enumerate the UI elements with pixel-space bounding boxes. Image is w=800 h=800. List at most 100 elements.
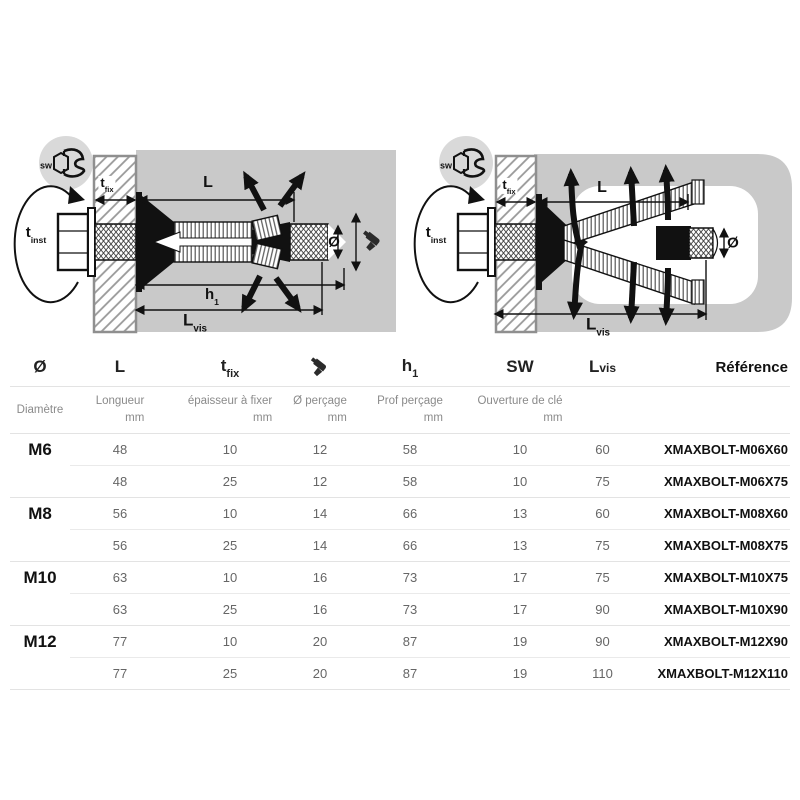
cell-drill: 14 — [290, 529, 350, 562]
label-lvis: Lvis — [182, 310, 208, 335]
table-row: 48 25 12 58 10 75 XMAXBOLT-M06X75 — [10, 465, 790, 498]
cell-diameter — [10, 466, 70, 498]
cell-tfix: 25 — [170, 465, 290, 498]
cell-sw: 19 — [470, 625, 570, 658]
cell-reference: XMAXBOLT-M06X60 — [635, 433, 790, 466]
anchor-spec-table: Ø L tfix h1 SW Lvis Référence Diamètre L… — [10, 348, 790, 690]
drill-icon — [309, 356, 327, 378]
col-header-sw: SW — [470, 348, 570, 387]
label-sw: sw — [439, 160, 453, 171]
cell-h1: 87 — [350, 657, 470, 690]
torque-arrow — [13, 185, 85, 304]
cell-reference: XMAXBOLT-M12X90 — [635, 625, 790, 658]
cell-sw: 10 — [470, 465, 570, 498]
label-tfix: tfix — [500, 176, 518, 196]
cell-h1: 66 — [350, 497, 470, 530]
cell-tfix: 25 — [170, 593, 290, 626]
cell-diameter — [10, 594, 70, 626]
wrench-icon — [439, 136, 493, 190]
dimension-lines — [94, 192, 361, 315]
cell-diameter: M6 — [10, 433, 70, 466]
diagram-hollow-drawing — [413, 136, 792, 334]
label-tinst: tinst — [423, 224, 449, 245]
table-row: 56 25 14 66 13 75 XMAXBOLT-M08X75 — [10, 529, 790, 562]
cell-drill: 16 — [290, 561, 350, 594]
cell-length: 77 — [70, 625, 170, 658]
label-diameter: Ø — [328, 233, 340, 251]
label-tfix: tfix — [98, 174, 116, 194]
label-length: L — [203, 174, 213, 191]
cell-drill: 12 — [290, 433, 350, 466]
bolt-head — [56, 207, 96, 277]
wrench-icon — [39, 136, 93, 190]
dimension-lines — [493, 194, 729, 320]
col-header-lvis: Lvis — [570, 348, 635, 387]
table-row: M10 63 10 16 73 17 75 XMAXBOLT-M10X75 — [10, 561, 790, 594]
cell-h1: 73 — [350, 561, 470, 594]
cell-h1: 73 — [350, 593, 470, 626]
cell-sw: 19 — [470, 657, 570, 690]
cell-tfix: 10 — [170, 561, 290, 594]
label-h1: h1 — [204, 286, 220, 307]
cell-tfix: 10 — [170, 433, 290, 466]
cell-length: 77 — [70, 657, 170, 690]
cell-lvis: 75 — [570, 529, 635, 562]
cell-drill: 12 — [290, 465, 350, 498]
cell-reference: XMAXBOLT-M06X75 — [635, 465, 790, 498]
cell-h1: 66 — [350, 529, 470, 562]
cell-drill: 20 — [290, 625, 350, 658]
diagram-anchor-hollow: sw tinst tfix L Lvis Ø — [406, 130, 796, 350]
cell-sw: 10 — [470, 433, 570, 466]
table-row: M8 56 10 14 66 13 60 XMAXBOLT-M08X60 — [10, 497, 790, 530]
subheader-diametre: Diamètre — [16, 403, 64, 416]
diagram-anchor-solid: sw tinst tfix L h1 Lvis Ø — [6, 130, 396, 350]
col-header-reference: Référence — [635, 348, 790, 387]
col-header-drill — [290, 348, 350, 387]
cell-drill: 16 — [290, 593, 350, 626]
cell-tfix: 25 — [170, 529, 290, 562]
expansion-arrow-inner — [152, 231, 253, 253]
label-tinst: tinst — [23, 224, 49, 245]
subheader-lvis-empty — [570, 387, 635, 434]
cell-reference: XMAXBOLT-M10X75 — [635, 561, 790, 594]
cell-tfix: 10 — [170, 497, 290, 530]
threaded-rod — [494, 223, 537, 261]
cell-tfix: 25 — [170, 657, 290, 690]
cell-length: 48 — [70, 465, 170, 498]
label-lvis: Lvis — [585, 314, 611, 339]
cell-reference: XMAXBOLT-M08X60 — [635, 497, 790, 530]
cell-drill: 20 — [290, 657, 350, 690]
table-row: M12 77 10 20 87 19 90 XMAXBOLT-M12X90 — [10, 625, 790, 658]
cell-lvis: 110 — [570, 657, 635, 690]
cell-diameter — [10, 657, 70, 690]
col-header-h1: h1 — [350, 348, 470, 387]
cell-lvis: 75 — [570, 465, 635, 498]
cell-sw: 13 — [470, 497, 570, 530]
bolt-head — [456, 207, 496, 277]
label-sw: sw — [39, 160, 53, 171]
cell-length: 63 — [70, 561, 170, 594]
cell-diameter: M8 — [10, 497, 70, 530]
cell-diameter: M10 — [10, 561, 70, 594]
cell-lvis: 60 — [570, 497, 635, 530]
col-header-diameter: Ø — [10, 348, 70, 387]
cell-lvis: 90 — [570, 593, 635, 626]
spec-table: Ø L tfix h1 SW Lvis Référence Diamètre L… — [10, 348, 790, 690]
table-row: M6 48 10 12 58 10 60 XMAXBOLT-M06X60 — [10, 433, 790, 466]
cell-h1: 58 — [350, 465, 470, 498]
cell-h1: 87 — [350, 625, 470, 658]
cell-tfix: 10 — [170, 625, 290, 658]
cell-sw: 17 — [470, 561, 570, 594]
cell-reference: XMAXBOLT-M10X90 — [635, 593, 790, 626]
cell-lvis: 90 — [570, 625, 635, 658]
label-diameter: Ø — [727, 234, 739, 252]
label-length: L — [597, 179, 607, 196]
cell-h1: 58 — [350, 433, 470, 466]
cell-reference: XMAXBOLT-M12X110 — [635, 657, 790, 690]
threaded-rod — [94, 223, 137, 261]
